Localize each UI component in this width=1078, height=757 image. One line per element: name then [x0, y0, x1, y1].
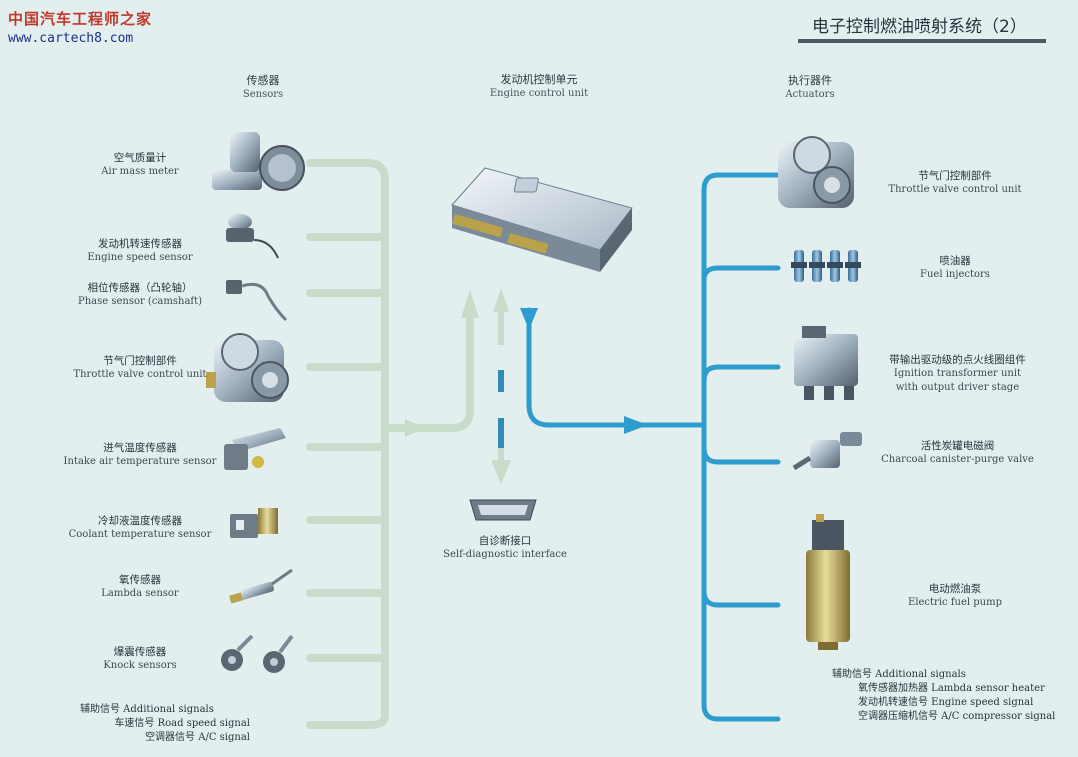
air-mass-meter-icon — [212, 132, 305, 191]
header-actuators: 执行器件 Actuators — [755, 74, 865, 102]
sensor-connector-air-mass — [306, 159, 389, 184]
sensor-to-ecu-line — [381, 314, 474, 432]
sensor-name-en: Coolant temperature sensor — [68, 529, 212, 540]
diagnostic-label-en: Self-diagnostic interface — [443, 549, 567, 560]
fuel-pump-icon — [806, 514, 850, 650]
throttle-valve-icon — [206, 333, 289, 402]
speed-sensor-icon — [226, 214, 279, 259]
actuator-label-purge: 活性炭罐电磁阀 Charcoal canister-purge valve — [870, 439, 1045, 467]
sensor-label-lambda: 氧传感器 Lambda sensor — [60, 573, 220, 601]
actuator-name-cn: 节气门控制部件 — [918, 170, 992, 182]
sensor-name-cn: 氧传感器 — [119, 574, 161, 586]
sensor-name-cn: 空气质量计 — [113, 152, 167, 164]
sensor-name-cn: 进气温度传感器 — [103, 442, 177, 454]
title-underline — [798, 39, 1046, 43]
sensor-label-phase: 相位传感器（凸轮轴） Phase sensor (camshaft) — [60, 281, 220, 309]
sensor-name-cn: 爆震传感器 — [113, 646, 167, 658]
actuator-name-en: Throttle valve control unit — [888, 184, 1022, 195]
sensor-name-cn: 相位传感器（凸轮轴） — [87, 282, 193, 294]
sensor-label-knock: 爆震传感器 Knock sensors — [60, 645, 220, 673]
header-actuators-en: Actuators — [785, 89, 835, 100]
coolant-temp-sensor-icon — [230, 508, 278, 538]
actuator-label-throttle: 节气门控制部件 Throttle valve control unit — [880, 169, 1030, 197]
sensor-name-en: Lambda sensor — [101, 588, 179, 599]
sensor-additional-heading: 辅助信号 Additional signals — [80, 704, 214, 715]
actuator-bus — [526, 172, 781, 722]
header-actuators-cn: 执行器件 — [788, 74, 832, 87]
sensor-additional-item: 车速信号 Road speed signal — [114, 718, 250, 729]
actuator-connector-ignition — [701, 364, 781, 384]
ecu-to-actuator-line — [526, 307, 703, 428]
actuator-name-en: Ignition transformer unit — [893, 368, 1022, 379]
ecu-down-arrow — [520, 308, 538, 330]
header-ecu-en: Engine control unit — [489, 88, 589, 99]
sensor-name-en: Air mass meter — [101, 166, 179, 177]
header-sensors: 传感器 Sensors — [208, 74, 318, 102]
actuator-name-cn: 活性炭罐电磁阀 — [920, 440, 995, 452]
phase-sensor-icon — [226, 280, 288, 322]
actuator-name-en: Charcoal canister-purge valve — [881, 454, 1034, 465]
sensor-label-air-mass: 空气质量计 Air mass meter — [60, 151, 220, 179]
actuator-name-cn: 电动燃油泵 — [928, 583, 982, 595]
sensor-bus — [306, 159, 474, 729]
actuator-connector-purge — [701, 445, 781, 465]
actuator-bus-arrow — [624, 416, 648, 434]
actuator-name-en: Fuel injectors — [920, 269, 990, 280]
page-title: 电子控制燃油喷射系统（2） — [812, 17, 1027, 37]
sensor-name-en: Engine speed sensor — [87, 252, 193, 263]
sensor-label-throttle: 节气门控制部件 Throttle valve control unit — [60, 354, 220, 382]
sensor-bus-arrow — [405, 419, 426, 437]
actuator-label-ignition: 带输出驱动级的点火线圈组件 Ignition transformer unit … — [870, 353, 1045, 395]
header-ecu-cn: 发动机控制单元 — [500, 73, 578, 86]
actuator-name-cn: 带输出驱动级的点火线圈组件 — [889, 354, 1026, 366]
sensor-name-en: Phase sensor (camshaft) — [77, 296, 203, 307]
diagnostic-connector-icon — [469, 499, 537, 521]
ignition-coil-icon — [794, 326, 858, 400]
sensor-name-en: Intake air temperature sensor — [63, 456, 217, 467]
purge-valve-icon — [792, 432, 862, 471]
sensor-up-arrow — [461, 290, 479, 318]
header-ecu: 发动机控制单元 Engine control unit — [464, 73, 614, 101]
sensor-additional-item: 空调器信号 A/C signal — [145, 732, 250, 743]
intake-temp-sensor-icon — [224, 428, 286, 470]
sensor-name-en: Knock sensors — [103, 660, 177, 671]
knock-sensor-icon — [221, 634, 294, 673]
sensor-name-cn: 发动机转速传感器 — [98, 238, 182, 250]
sensor-additional-signals: 辅助信号 Additional signals 车速信号 Road speed … — [80, 703, 250, 745]
fuel-injector-icon — [791, 250, 861, 282]
sensor-label-coolant: 冷却液温度传感器 Coolant temperature sensor — [60, 514, 220, 542]
actuator-connector-pump — [701, 588, 781, 608]
sensor-name-cn: 冷却液温度传感器 — [98, 515, 182, 527]
actuator-name-en-line2: with output driver stage — [895, 382, 1020, 393]
header-sensors-en: Sensors — [242, 89, 284, 100]
actuator-connector-throttle — [701, 172, 781, 193]
diagnostic-line — [491, 288, 511, 484]
actuator-throttle-valve-icon — [778, 136, 854, 208]
actuator-bus-trunk — [701, 187, 781, 722]
watermark-url: www.cartech8.com — [8, 31, 134, 46]
actuator-additional-item: 发动机转速信号 Engine speed signal — [858, 697, 1034, 708]
sensor-name-cn: 节气门控制部件 — [103, 355, 177, 367]
actuator-additional-item: 空调器压缩机信号 A/C compressor signal — [858, 711, 1056, 722]
actuator-name-en: Electric fuel pump — [908, 597, 1002, 608]
actuator-additional-heading: 辅助信号 Additional signals — [832, 669, 966, 680]
lambda-sensor-icon — [229, 568, 293, 604]
actuator-label-injectors: 喷油器 Fuel injectors — [880, 254, 1030, 282]
sensor-name-en: Throttle valve control unit — [73, 369, 207, 380]
sensor-label-speed: 发动机转速传感器 Engine speed sensor — [60, 237, 220, 265]
actuator-name-cn: 喷油器 — [939, 255, 971, 267]
ecu-icon — [451, 167, 633, 272]
actuator-additional-item: 氧传感器加热器 Lambda sensor heater — [858, 683, 1045, 694]
diagnostic-label-cn: 自诊断接口 — [478, 535, 532, 547]
sensor-label-intake-temp: 进气温度传感器 Intake air temperature sensor — [60, 441, 220, 469]
header-sensors-cn: 传感器 — [246, 74, 280, 87]
diagnostic-interface-label: 自诊断接口 Self-diagnostic interface — [430, 534, 580, 562]
actuator-additional-signals: 辅助信号 Additional signals 氧传感器加热器 Lambda s… — [832, 668, 1062, 724]
watermark-site-name: 中国汽车工程师之家 — [8, 10, 153, 28]
actuator-label-pump: 电动燃油泵 Electric fuel pump — [880, 582, 1030, 610]
actuator-connector-injectors — [701, 265, 781, 283]
sensor-bus-trunk — [306, 176, 389, 729]
